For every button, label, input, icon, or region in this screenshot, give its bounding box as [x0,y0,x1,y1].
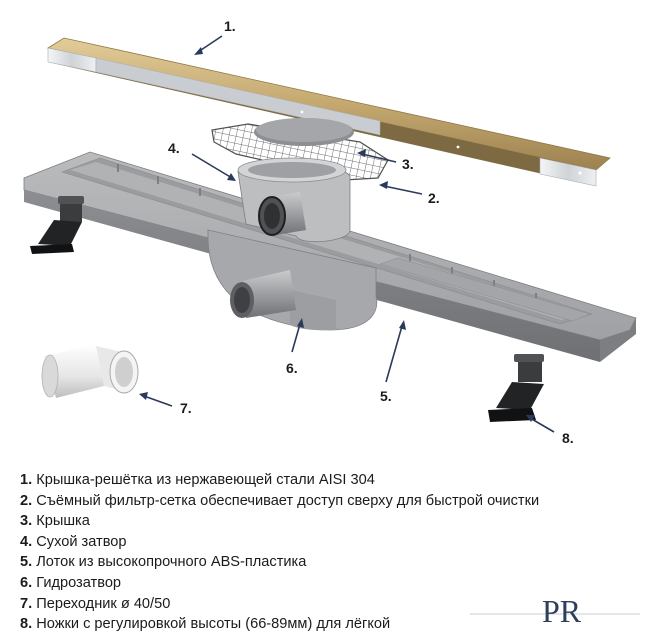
callout-4: 4. [168,140,180,156]
dry-seal [237,157,351,242]
callout-6: 6. [286,360,298,376]
cover-grating [46,37,611,187]
outlet-pipe [230,270,296,318]
callout-7: 7. [180,400,192,416]
side-port [258,192,306,236]
water-trap [207,229,378,331]
callout-arrows [139,35,555,433]
lid [254,118,354,146]
callout-5: 5. [380,388,392,404]
legend-item: 1. Крышка-решётка из нержавеющей стали A… [20,472,375,488]
legend-item: 8. Ножки с регулировкой высоты (66-89мм)… [20,616,391,633]
legend-item: 6. Гидрозатвор [20,574,122,591]
legend-item: 2. Съёмный фильтр-сетка обеспечивает дос… [20,492,540,509]
legend-item: 7. Переходник ø 40/50 [20,595,171,612]
legend-item: 3. Крышка [20,513,90,530]
brand-logo: PR [470,593,640,629]
callout-8: 8. [562,430,574,446]
svg-text:PR: PR [542,593,582,629]
legend-item: 4. Сухой затвор [20,533,127,550]
adapter [41,344,139,398]
parts-legend: 1. Крышка-решётка из нержавеющей стали A… [20,470,650,635]
leg-right [488,354,544,422]
callout-3: 3. [402,156,414,172]
callout-1: 1. [224,18,236,34]
callout-2: 2. [428,190,440,206]
legend-item: 5. Лоток из высокопрочного ABS-пластика [20,554,307,571]
leg-left [30,196,84,254]
